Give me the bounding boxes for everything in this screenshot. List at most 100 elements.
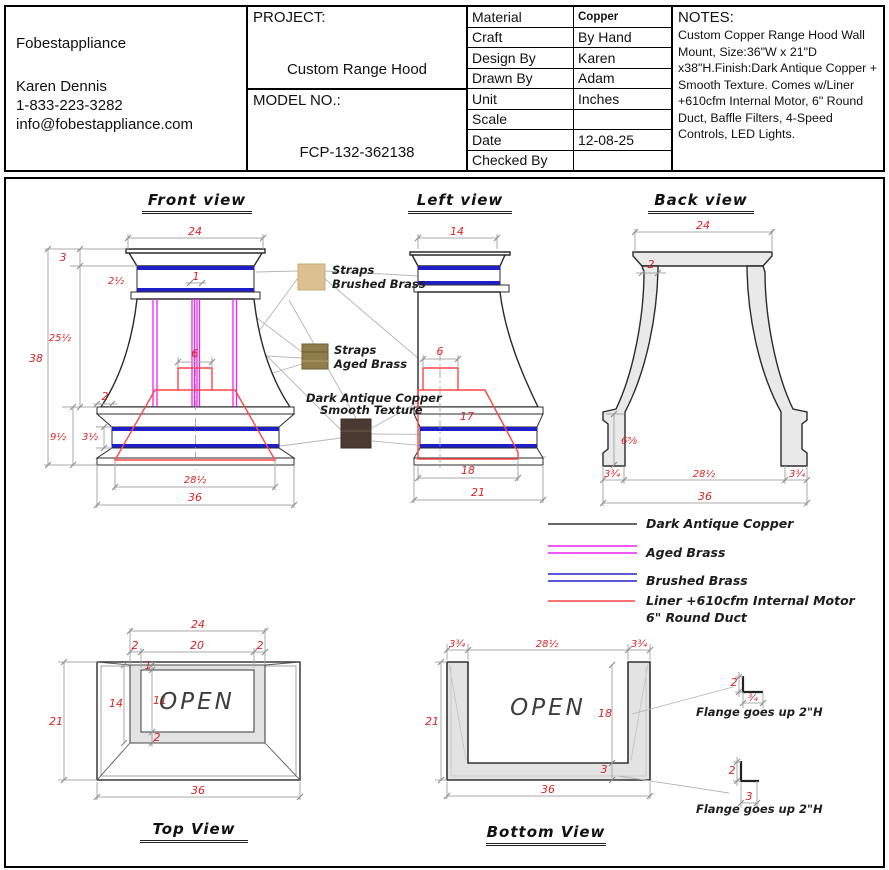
back-dim-ticks: [599, 228, 811, 507]
row-label: Date: [468, 130, 574, 150]
left-base-top-lip: [413, 406, 544, 415]
bottom-dim-foot-right: 3¾: [631, 639, 647, 650]
back-right-leg: [746, 265, 808, 467]
row-label: Design By: [468, 48, 574, 68]
model-value: FCP-132-362138: [299, 143, 415, 161]
brushed-brass-swatch: [297, 263, 326, 291]
flange-2-label: Flange goes up 2"H: [696, 802, 823, 816]
material-swatches: Straps Brushed Brass Straps Aged Brass D…: [297, 263, 443, 449]
row-label: Checked By: [468, 150, 574, 170]
back-dim-foot-left: 3¾: [604, 469, 620, 480]
left-dim-top-width: 14: [450, 225, 464, 238]
front-dim-base-height: 9½: [50, 431, 66, 443]
notes-cell: NOTES: Custom Copper Range Hood Wall Mou…: [671, 7, 883, 170]
left-dim-liner-depth: 17: [460, 410, 474, 423]
project-model-cell: PROJECT: Custom Range Hood MODEL NO.: FC…: [246, 7, 466, 170]
top-dim-lines: [58, 628, 301, 800]
front-upper-strap-top: [137, 266, 254, 270]
project-label: PROJECT:: [253, 9, 326, 26]
front-crown: [125, 248, 266, 267]
top-dim-rim-bottom: 2: [154, 731, 161, 744]
front-dim-top-width: 24: [188, 225, 202, 238]
bottom-inner-faint-lines: [448, 663, 649, 777]
row-value: Karen: [578, 49, 616, 66]
left-base-strap-bottom: [420, 444, 537, 448]
brushed-brass-label-2: Brushed Brass: [332, 277, 426, 291]
company-info: Fobestappliance Karen Dennis 1-833-223-3…: [6, 7, 246, 170]
top-opening: [140, 669, 255, 733]
top-dim-bottom-width: 36: [191, 784, 205, 797]
flange-leader-lines: [617, 686, 734, 794]
bottom-dim-wall-bottom: 3: [601, 763, 608, 776]
top-dim-ticks: [60, 627, 304, 801]
flange-1-ticks: [735, 673, 767, 707]
front-dim-lip: 2: [102, 390, 109, 403]
aged-brass-label-1: Straps: [334, 343, 376, 357]
bottom-dim-ticks: [437, 646, 654, 800]
front-dim-crown-height: 3: [60, 251, 67, 264]
front-view-title: Front view: [142, 191, 252, 214]
bottom-view-title: Bottom View: [486, 823, 606, 846]
project-value: Custom Range Hood: [286, 61, 428, 78]
flange-detail-1: 2 ¾ Flange goes up 2"H: [696, 672, 823, 719]
contact-name: Karen Dennis: [16, 78, 107, 95]
bottom-dim-total-depth: 21: [425, 715, 439, 728]
row-value: 12-08-25: [578, 131, 635, 148]
front-dim-ticks: [44, 234, 298, 509]
front-dim-total-height: 38: [29, 352, 43, 365]
front-dim-band-height: 2½: [108, 275, 124, 287]
back-dim-bottom-width: 36: [698, 490, 712, 503]
notes-text: Custom Copper Range Hood Wall Mount, Siz…: [678, 28, 877, 141]
top-dim-opening-width: 20: [190, 639, 204, 652]
model-cell: MODEL NO.: FCP-132-362138: [248, 87, 466, 171]
row-label: Unit: [468, 89, 574, 109]
top-dim-opening-depth: 14: [109, 697, 123, 710]
flange-2-ticks: [733, 758, 761, 807]
flange-1-dim-h: ¾: [748, 693, 758, 704]
back-dim-foot-right: 3¾: [789, 469, 805, 480]
row-value: Inches: [578, 90, 620, 107]
contact-phone: 1-833-223-3282: [16, 96, 123, 114]
front-dim-duct-width: 6: [192, 347, 199, 360]
table-row: Material Copper: [468, 7, 671, 27]
front-upper-band: [136, 265, 255, 293]
flange-2-profile: [739, 761, 759, 783]
row-label: Scale: [468, 109, 574, 129]
bottom-dim-foot-left: 3¾: [449, 639, 465, 650]
dark-copper-label-2: Smooth Texture: [320, 403, 423, 417]
left-base-taper-top: [413, 413, 544, 428]
bottom-dim-bottom-width: 36: [541, 783, 555, 796]
row-label: Drawn By: [468, 68, 574, 88]
finish-legend: Dark Antique Copper Aged Brass Brushed B…: [548, 516, 856, 625]
contact-email: info@fobestappliance.com: [16, 115, 193, 133]
row-label: Material: [468, 7, 574, 27]
bottom-dim-inner-width: 28½: [536, 638, 559, 650]
front-dim-inner-bottom-width: 28½: [184, 474, 207, 486]
front-aged-brass-straps: [152, 299, 238, 407]
front-dim-curve-height: 25½: [49, 332, 72, 344]
bottom-dim-inner-depth: 18: [598, 707, 612, 720]
flange-1-label: Flange goes up 2"H: [696, 705, 823, 719]
front-liner-outline: [113, 367, 277, 461]
model-label: MODEL NO.:: [253, 91, 341, 109]
left-dim-inner-depth: 18: [461, 464, 475, 477]
front-dim-base-band-height: 3½: [82, 431, 98, 443]
front-dim-strap-width: 1: [193, 270, 200, 283]
flange-1-profile: [741, 676, 763, 694]
flange-detail-2: 2 3 Flange goes up 2"H: [696, 757, 823, 816]
flange-2-dim-h: 3: [746, 790, 753, 803]
top-dim-rim-top: 1: [145, 659, 152, 672]
bottom-view: 3¾ 28½ 3¾ 21 18 3 36 OPEN: [425, 638, 734, 800]
title-block: Fobestappliance Karen Dennis 1-833-223-3…: [4, 5, 885, 172]
back-left-leg: [602, 265, 659, 467]
front-base-strap-top: [112, 427, 279, 431]
front-upper-strap-bottom: [137, 288, 254, 292]
row-value: Copper: [578, 10, 619, 23]
